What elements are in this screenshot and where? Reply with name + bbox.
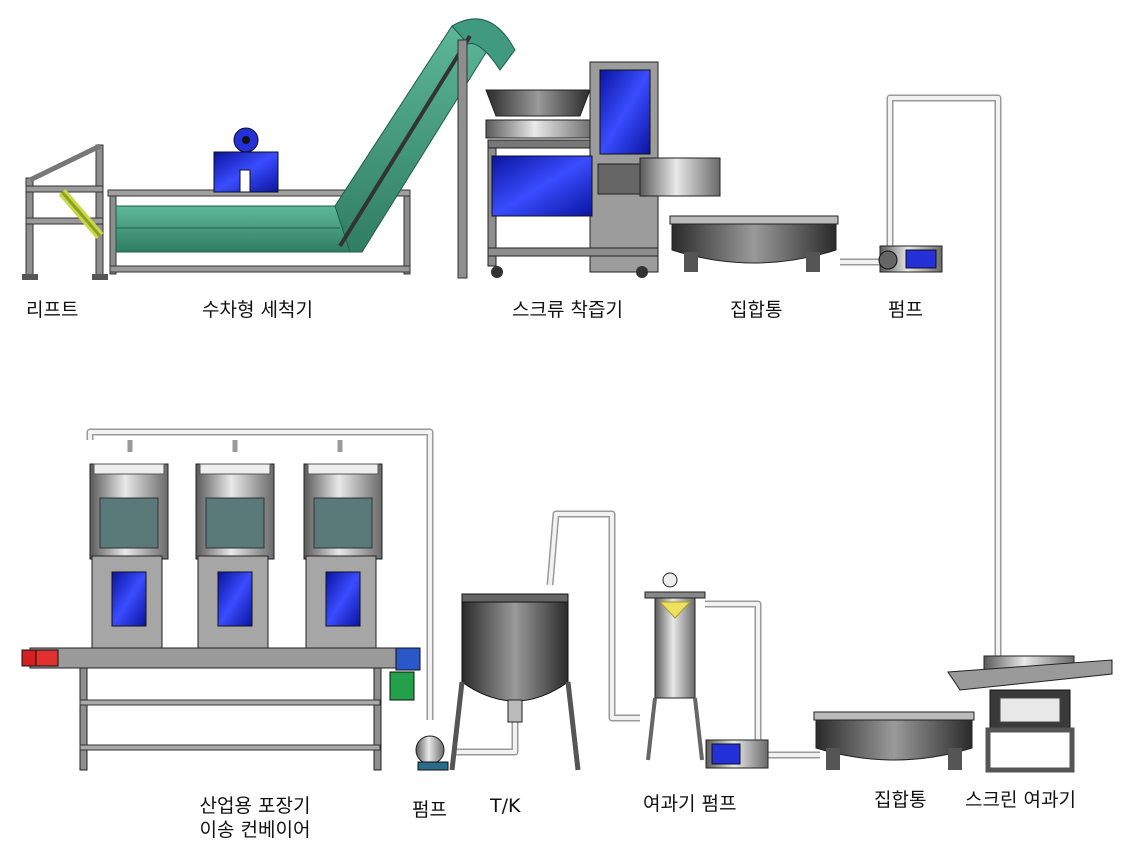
holding-tank <box>449 593 581 771</box>
label-screw-juicer: 스크류 착즙기 <box>512 299 623 321</box>
piping <box>86 94 1002 759</box>
collection-tank-top <box>669 215 839 272</box>
label-pump-top: 펌프 <box>888 299 923 321</box>
filter-pump <box>705 739 769 769</box>
label-lift: 리프트 <box>26 299 78 321</box>
label-packaging-line2: 이송 컨베이어 <box>200 819 311 841</box>
lift-machine <box>22 143 108 280</box>
filter-vessel <box>644 572 706 761</box>
screw-juicer-machine <box>485 61 721 278</box>
label-filter-pump: 여과기 펌프 <box>643 793 736 815</box>
label-screen-filter: 스크린 여과기 <box>965 789 1076 811</box>
packaging-machines <box>21 463 421 771</box>
pump-bottom <box>415 735 449 771</box>
packaging-unit-1 <box>89 463 169 649</box>
label-collection-tank-bottom: 집합통 <box>874 789 926 811</box>
packaging-unit-3 <box>303 463 383 649</box>
washer-machine <box>107 18 516 279</box>
packaging-unit-2 <box>195 463 275 649</box>
label-collection-tank-top: 집합통 <box>730 299 782 321</box>
label-packaging-line1: 산업용 포장기 <box>200 795 311 817</box>
pump-top <box>878 245 943 273</box>
screen-filter-machine <box>947 655 1113 773</box>
label-pump-bottom: 펌프 <box>412 799 447 821</box>
collection-tank-bottom <box>813 711 975 770</box>
label-tank: T/K <box>489 795 521 817</box>
label-washer: 수차형 세척기 <box>202 299 313 321</box>
